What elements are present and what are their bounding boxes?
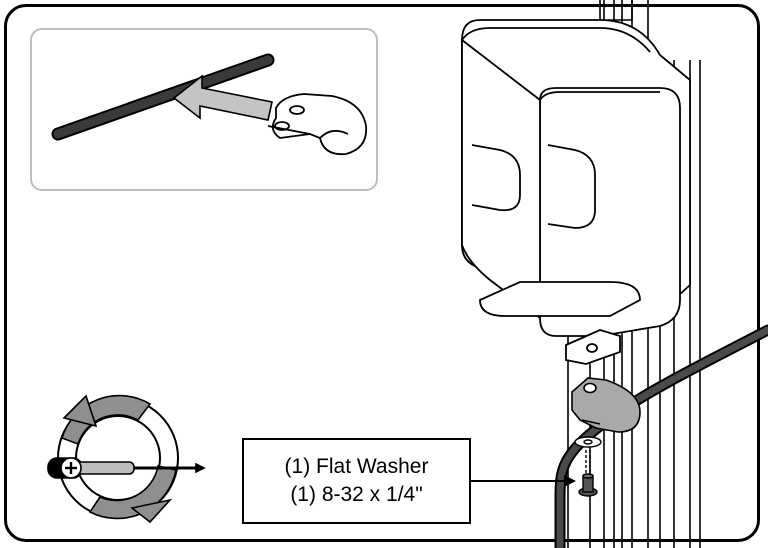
insert-arrow-icon	[172, 74, 273, 121]
detail-inset	[30, 28, 378, 191]
clip-icon	[267, 93, 368, 156]
callout-leader	[471, 475, 576, 487]
washer-and-screw	[574, 436, 602, 497]
holder-bracket	[461, 19, 691, 365]
callout-flat-washer: (1) Flat Washer	[284, 455, 429, 478]
screwdriver-icon	[47, 457, 206, 479]
inset-illustration	[51, 53, 368, 156]
callout-screw: (1) 8-32 x 1/4"	[290, 483, 423, 506]
cable-clip	[571, 377, 641, 433]
rod	[51, 53, 275, 141]
hardware-callout: (1) Flat Washer (1) 8-32 x 1/4"	[242, 438, 471, 524]
rotate-arrows-icon	[57, 394, 179, 524]
